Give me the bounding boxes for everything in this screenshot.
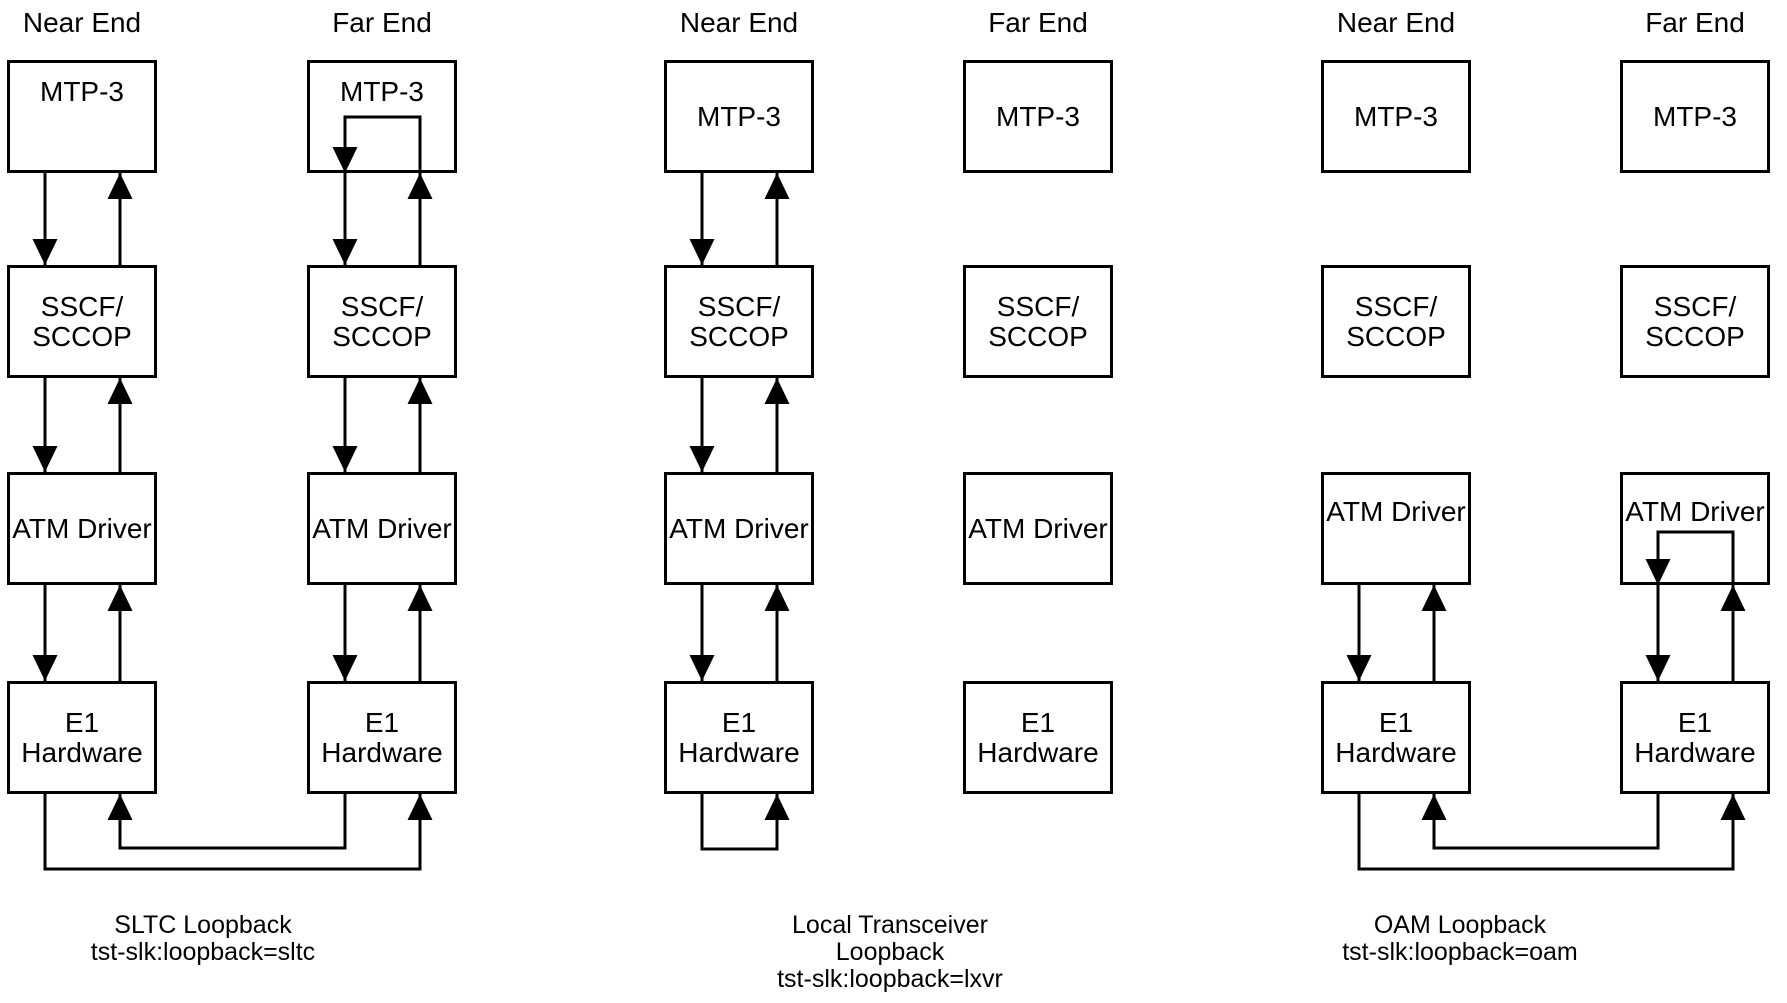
box-oam-near-mtp3: MTP-3 bbox=[1321, 60, 1471, 173]
box-oam-near-atm-driver: ATM Driver bbox=[1321, 472, 1471, 585]
box-label: E1 bbox=[1677, 706, 1713, 738]
caption-line: tst-slk:loopback=oam bbox=[1342, 938, 1578, 966]
header-oam-near-end: Near End bbox=[1336, 7, 1456, 38]
box-label: SCCOP bbox=[988, 320, 1088, 352]
header-sltc-near-end: Near End bbox=[22, 7, 142, 38]
header-oam-far-end: Far End bbox=[1645, 7, 1745, 38]
loop-sltc-far-to-near-e1 bbox=[107, 794, 347, 850]
box-sltc-near-atm-driver: ATM Driver bbox=[7, 472, 157, 585]
box-lxvr-near-atm-driver: ATM Driver bbox=[664, 472, 814, 585]
box-lxvr-far-sscf-sccop: SSCF/ SCCOP bbox=[963, 265, 1113, 378]
box-label: ATM Driver bbox=[968, 512, 1108, 544]
loop-oam-far-to-near-e1 bbox=[1421, 794, 1660, 850]
box-sltc-near-e1-hardware: E1 Hardware bbox=[7, 681, 157, 794]
box-label: MTP-3 bbox=[697, 100, 781, 132]
loop-lxvr-near-e1-self bbox=[700, 794, 790, 851]
caption-line: Local Transceiver bbox=[792, 911, 988, 939]
box-oam-far-mtp3: MTP-3 bbox=[1620, 60, 1770, 173]
box-sltc-far-atm-driver: ATM Driver bbox=[307, 472, 457, 585]
box-lxvr-near-e1-hardware: E1 Hardware bbox=[664, 681, 814, 794]
box-oam-near-sscf-sccop: SSCF/ SCCOP bbox=[1321, 265, 1471, 378]
box-label: Hardware bbox=[977, 736, 1099, 768]
box-label: E1 bbox=[364, 706, 400, 738]
box-label: Hardware bbox=[1634, 736, 1756, 768]
box-label: MTP-3 bbox=[996, 100, 1080, 132]
box-label: E1 bbox=[721, 706, 757, 738]
box-label: ATM Driver bbox=[312, 512, 452, 544]
caption-line: tst-slk:loopback=lxvr bbox=[777, 965, 1003, 993]
box-oam-far-e1-hardware: E1 Hardware bbox=[1620, 681, 1770, 794]
box-label: SCCOP bbox=[332, 320, 432, 352]
box-label: E1 bbox=[1020, 706, 1056, 738]
header-sltc-far-end: Far End bbox=[332, 7, 432, 38]
loop-oam-near-to-far-e1 bbox=[1357, 794, 1746, 871]
box-sltc-far-e1-hardware: E1 Hardware bbox=[307, 681, 457, 794]
box-label: Hardware bbox=[21, 736, 143, 768]
box-label: E1 bbox=[1378, 706, 1414, 738]
box-sltc-near-sscf-sccop: SSCF/ SCCOP bbox=[7, 265, 157, 378]
caption-line: OAM Loopback bbox=[1373, 911, 1547, 939]
header-lxvr-far-end: Far End bbox=[988, 7, 1088, 38]
box-label: ATM Driver bbox=[1326, 496, 1466, 527]
box-lxvr-far-atm-driver: ATM Driver bbox=[963, 472, 1113, 585]
box-lxvr-far-mtp3: MTP-3 bbox=[963, 60, 1113, 173]
caption-line: Loopback bbox=[835, 938, 945, 966]
caption-line: tst-slk:loopback=sltc bbox=[90, 938, 316, 966]
box-oam-far-atm-driver: ATM Driver bbox=[1620, 472, 1770, 585]
box-label: SCCOP bbox=[1645, 320, 1745, 352]
box-lxvr-far-e1-hardware: E1 Hardware bbox=[963, 681, 1113, 794]
box-label: MTP-3 bbox=[1653, 100, 1737, 132]
box-label: SSCF/ bbox=[340, 290, 424, 322]
caption-sltc-loopback: SLTC Loopback tst-slk:loopback=sltc bbox=[33, 912, 373, 966]
box-label: ATM Driver bbox=[12, 512, 152, 544]
box-label: SCCOP bbox=[689, 320, 789, 352]
box-label: SCCOP bbox=[32, 320, 132, 352]
box-label: Hardware bbox=[678, 736, 800, 768]
box-label: E1 bbox=[64, 706, 100, 738]
box-label: SSCF/ bbox=[1354, 290, 1438, 322]
box-lxvr-near-mtp3: MTP-3 bbox=[664, 60, 814, 173]
caption-oam-loopback: OAM Loopback tst-slk:loopback=oam bbox=[1290, 912, 1630, 966]
caption-local-transceiver-loopback: Local Transceiver Loopback tst-slk:loopb… bbox=[720, 912, 1060, 993]
loop-sltc-near-to-far-e1 bbox=[43, 794, 433, 871]
box-label: MTP-3 bbox=[340, 76, 424, 107]
caption-line: SLTC Loopback bbox=[114, 911, 292, 939]
box-sltc-far-mtp3: MTP-3 bbox=[307, 60, 457, 173]
box-label: ATM Driver bbox=[669, 512, 809, 544]
box-oam-near-e1-hardware: E1 Hardware bbox=[1321, 681, 1471, 794]
box-sltc-far-sscf-sccop: SSCF/ SCCOP bbox=[307, 265, 457, 378]
box-lxvr-near-sscf-sccop: SSCF/ SCCOP bbox=[664, 265, 814, 378]
box-label: ATM Driver bbox=[1625, 496, 1765, 527]
box-label: MTP-3 bbox=[1354, 100, 1438, 132]
box-oam-far-sscf-sccop: SSCF/ SCCOP bbox=[1620, 265, 1770, 378]
box-label: Hardware bbox=[1335, 736, 1457, 768]
box-label: SSCF/ bbox=[697, 290, 781, 322]
box-label: SSCF/ bbox=[40, 290, 124, 322]
box-label: Hardware bbox=[321, 736, 443, 768]
box-label: SCCOP bbox=[1346, 320, 1446, 352]
box-label: SSCF/ bbox=[996, 290, 1080, 322]
box-label: SSCF/ bbox=[1653, 290, 1737, 322]
header-lxvr-near-end: Near End bbox=[679, 7, 799, 38]
box-sltc-near-mtp3: MTP-3 bbox=[7, 60, 157, 173]
box-label: MTP-3 bbox=[40, 76, 124, 107]
